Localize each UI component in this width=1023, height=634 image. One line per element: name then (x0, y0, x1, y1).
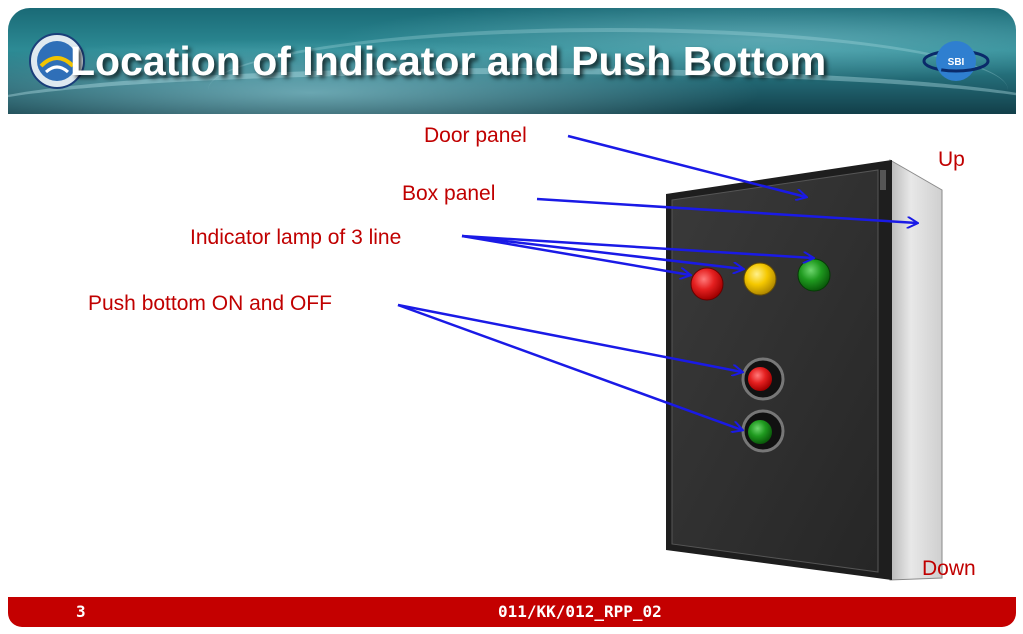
box-panel-label: Box panel (402, 182, 496, 205)
arrow-push-on (397, 303, 742, 430)
down-label: Down (922, 557, 976, 580)
indicator-lamp-label: Indicator lamp of 3 line (190, 226, 402, 249)
arrow-indicator-green (461, 234, 813, 258)
push-button-off (748, 367, 772, 391)
arrow-door-panel (567, 134, 806, 197)
arrow-indicator-red (461, 234, 690, 275)
indicator-lamp-green (797, 258, 831, 292)
header-banner (8, 8, 1016, 114)
banner-wave (208, 28, 1008, 114)
up-label: Up (938, 148, 965, 171)
document-code: 011/KK/012_RPP_02 (498, 602, 662, 621)
callout-arrows (397, 134, 917, 430)
door-panel-label: Door panel (424, 124, 527, 147)
arrow-push-off (397, 303, 742, 372)
footer-bar (8, 597, 1016, 627)
page-title: Location of Indicator and Push Bottom (70, 38, 827, 84)
indicator-lamp-yellow (743, 262, 777, 296)
indicator-lamp-red (690, 267, 724, 301)
push-button-label: Push bottom ON and OFF (88, 292, 332, 315)
arrow-box-panel (536, 197, 917, 223)
arrow-indicator-yellow (461, 234, 743, 269)
ministry-seal-icon (29, 33, 85, 89)
push-button-on (748, 420, 772, 444)
sbi-globe-icon: SBI (922, 41, 990, 81)
page-number: 3 (76, 602, 86, 621)
door-hinge (880, 170, 886, 190)
svg-text:SBI: SBI (948, 57, 965, 68)
